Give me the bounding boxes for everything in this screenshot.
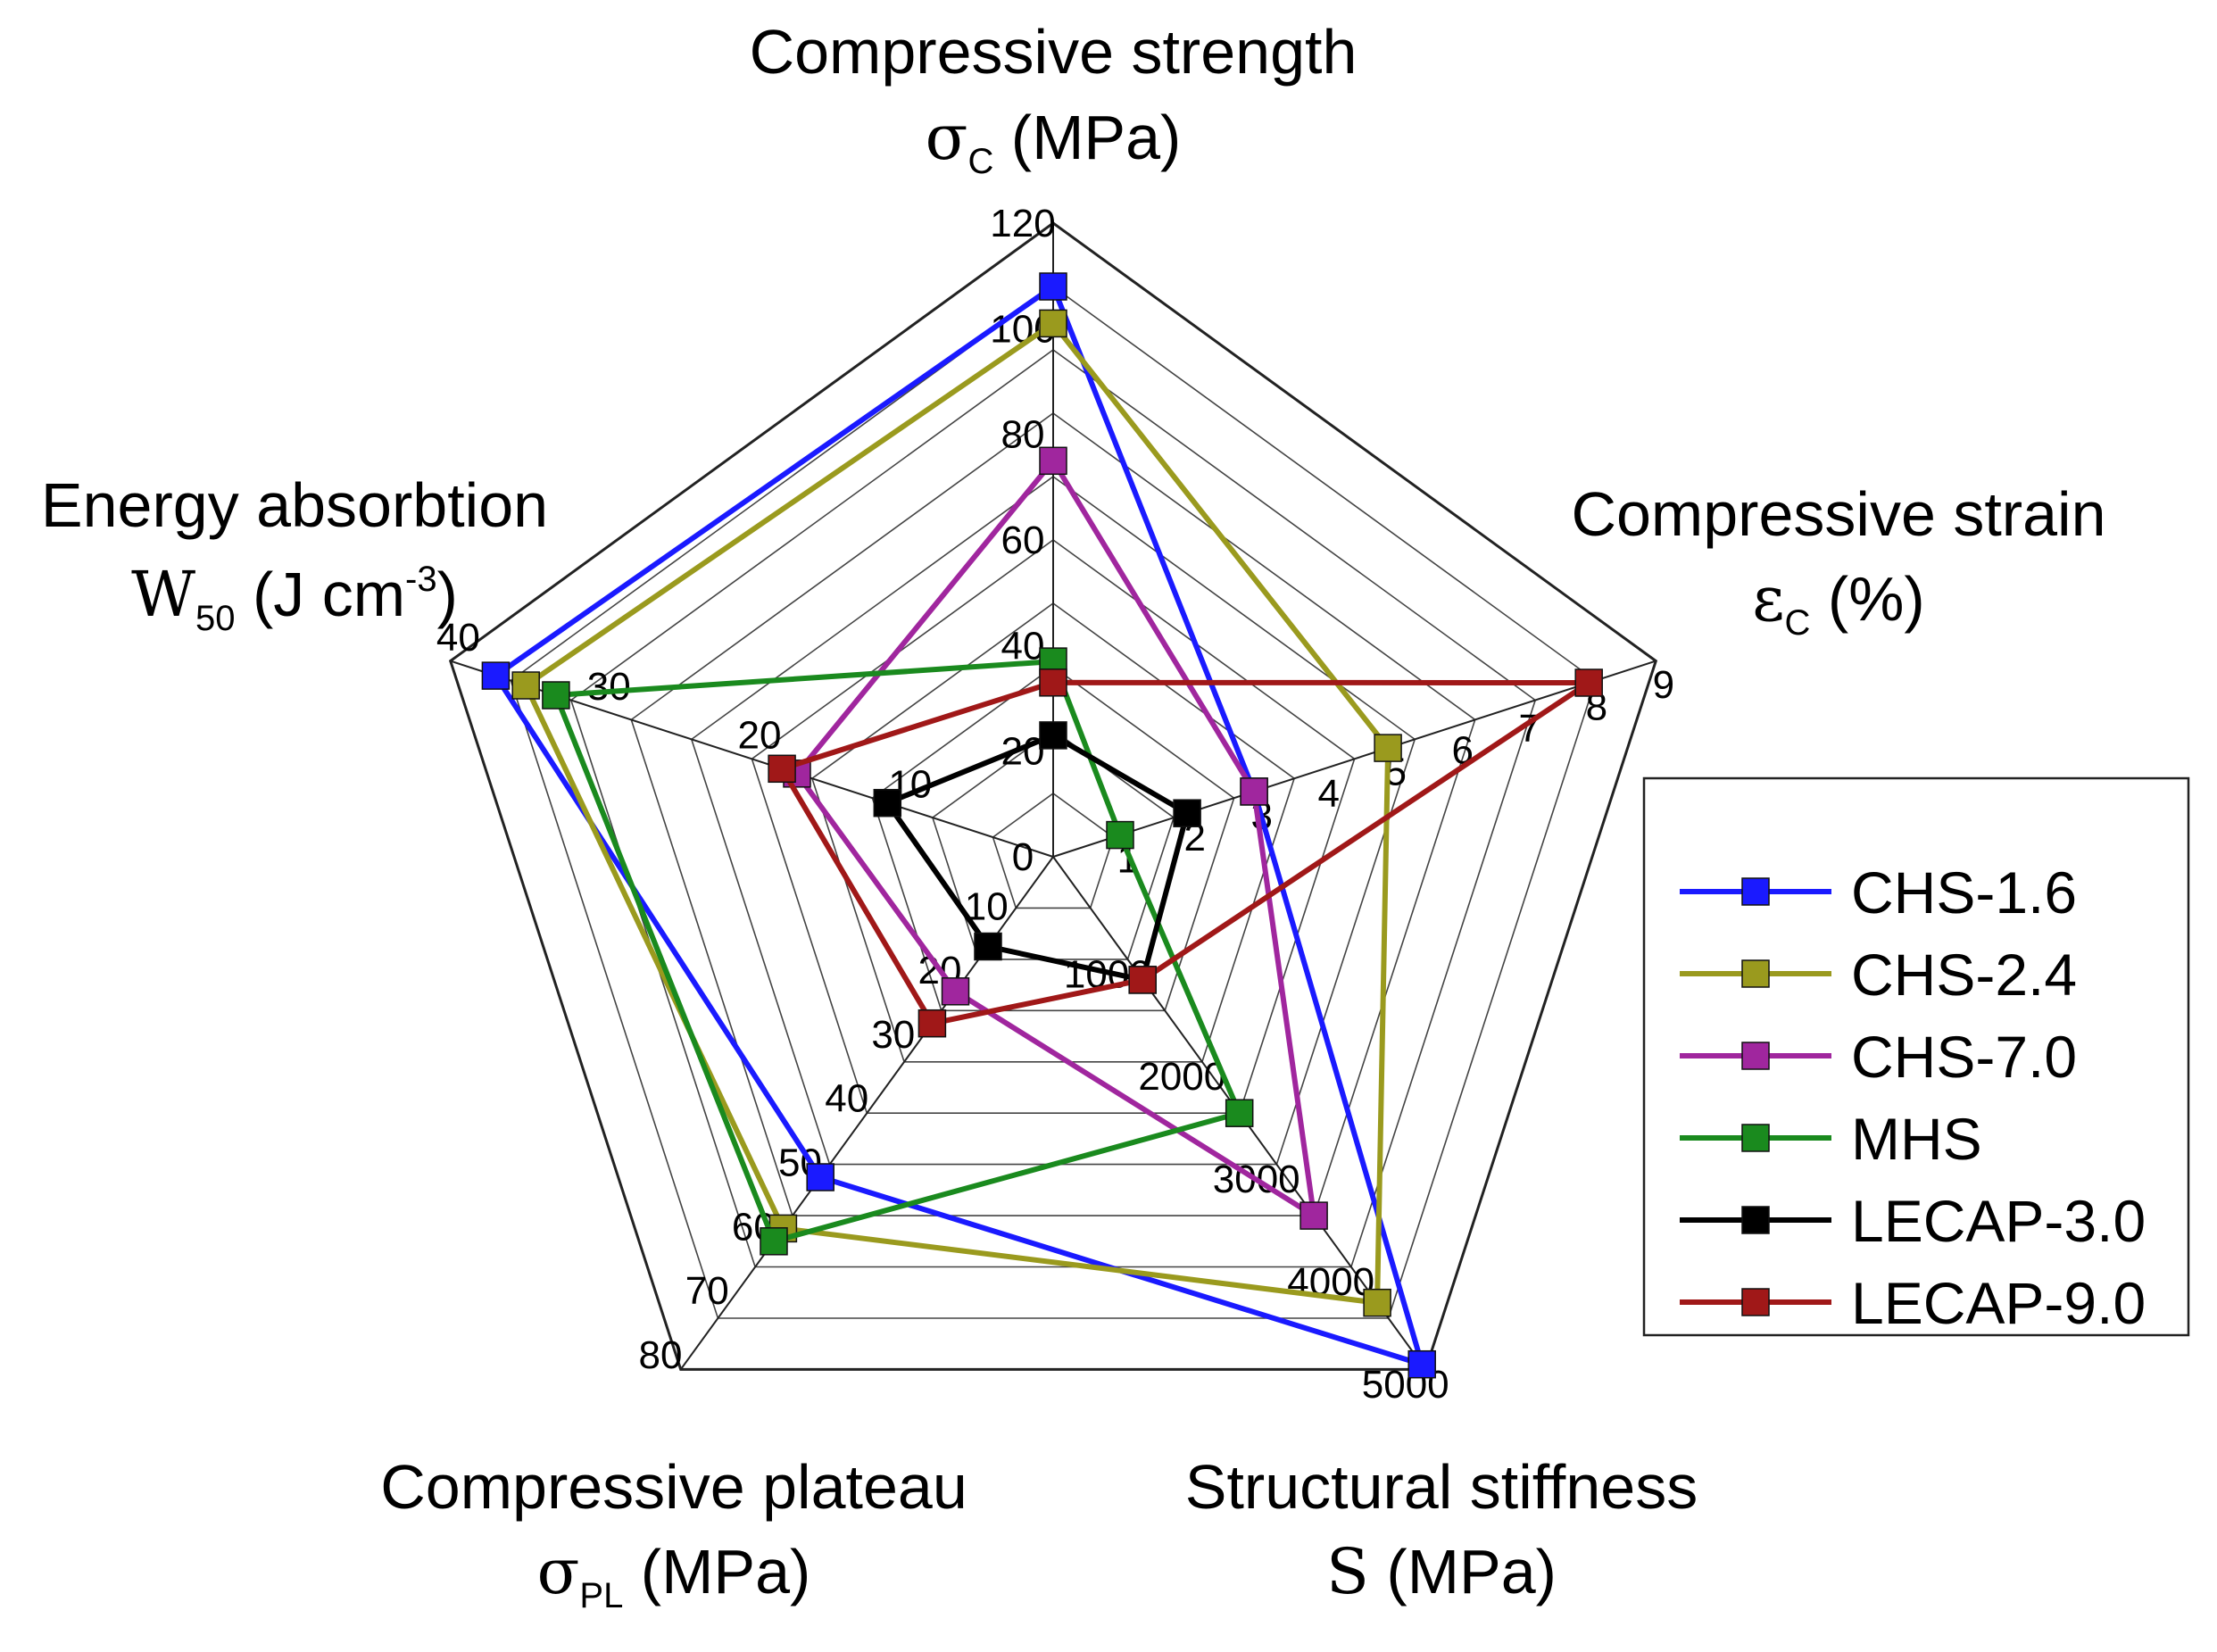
data-point [1106, 820, 1134, 850]
data-point [1039, 272, 1067, 301]
grid-ring [871, 666, 1235, 1012]
data-point [1128, 966, 1157, 994]
tick-label: 5000 [1362, 1363, 1449, 1407]
tick-label: 30 [871, 1013, 915, 1057]
radar-grid [448, 221, 1658, 1371]
series-line [793, 456, 1317, 1222]
legend-label: CHS-2.4 [1851, 942, 2077, 1008]
legend-marker [1741, 1288, 1770, 1316]
data-point [1225, 1099, 1254, 1127]
grid-ring [569, 349, 1537, 1268]
tick-label: 9 [1653, 663, 1674, 707]
axis-unit-label: σPL (MPa) [537, 1535, 811, 1615]
data-point [1039, 721, 1067, 750]
legend-label: LECAP-9.0 [1851, 1270, 2146, 1336]
axis-title: Compressive strength [750, 17, 1358, 87]
data-point [1039, 446, 1067, 476]
tick-label: 4 [1318, 772, 1340, 816]
tick-label: 2000 [1138, 1055, 1225, 1099]
series-line [883, 732, 1191, 984]
data-point [542, 681, 570, 710]
data-point [1363, 1288, 1391, 1317]
data-point [1173, 799, 1201, 827]
grid-ring [751, 539, 1356, 1114]
legend-marker [1741, 877, 1770, 906]
axis-titles: Compressive strength σC (MPa) Compressive … [41, 17, 2106, 1615]
grid-ring [448, 221, 1658, 1371]
tick-label: 80 [1001, 413, 1045, 457]
axis-spoke [1052, 660, 1657, 858]
legend-marker [1741, 1124, 1770, 1152]
data-point [918, 1009, 947, 1038]
series-line [552, 658, 1243, 1245]
axis-title: Structural stiffness [1185, 1452, 1698, 1522]
data-point [1407, 1349, 1436, 1379]
data-point [1574, 668, 1603, 697]
series-layer [481, 272, 1603, 1379]
data-point [1374, 734, 1402, 762]
data-point [481, 661, 511, 690]
series-line [522, 320, 1391, 1307]
axis-title: Compressive strain [1571, 479, 2105, 549]
tick-label: 80 [639, 1333, 683, 1377]
data-point [806, 1163, 834, 1191]
axis-unit-label: σC (MPa) [926, 101, 1182, 181]
data-point [760, 1227, 788, 1256]
data-point [1299, 1201, 1328, 1230]
axis-title: Energy absorbtion [41, 470, 548, 540]
axis-unit-label: S (MPa) [1326, 1535, 1557, 1608]
data-point [873, 788, 902, 818]
legend-marker [1741, 1206, 1770, 1234]
tick-label: 30 [587, 665, 631, 709]
series-line [777, 679, 1598, 1027]
axis-title: Compressive plateau [380, 1452, 967, 1522]
legend-marker [1741, 959, 1770, 988]
data-point [974, 932, 1002, 961]
tick-label: 40 [436, 616, 480, 660]
axis-spoke [450, 660, 1054, 858]
grid-ring [810, 602, 1296, 1063]
data-point [1240, 777, 1268, 806]
axis-unit-label: W50 (J cm-3) [131, 558, 458, 638]
data-point [1039, 309, 1067, 338]
data-point [511, 671, 540, 700]
tick-label: 20 [738, 714, 782, 758]
legend-label: LECAP-3.0 [1851, 1188, 2146, 1254]
legend-label: CHS-7.0 [1851, 1024, 2077, 1090]
data-point [768, 754, 796, 784]
axis-unit-label: εC (%) [1752, 562, 1924, 643]
legend-label: MHS [1851, 1106, 1982, 1172]
legend-marker [1741, 1042, 1770, 1070]
grid-ring [630, 412, 1476, 1216]
grid-ring [510, 286, 1597, 1319]
data-point [1039, 668, 1067, 697]
legend-label: CHS-1.6 [1851, 859, 2077, 926]
data-point [941, 977, 970, 1006]
tick-label: 0 [1012, 835, 1034, 879]
tick-label: 120 [990, 202, 1055, 245]
tick-label: 70 [685, 1269, 729, 1313]
tick-label: 60 [1001, 519, 1045, 562]
tick-label: 40 [825, 1077, 868, 1121]
grid-ring [992, 793, 1115, 909]
